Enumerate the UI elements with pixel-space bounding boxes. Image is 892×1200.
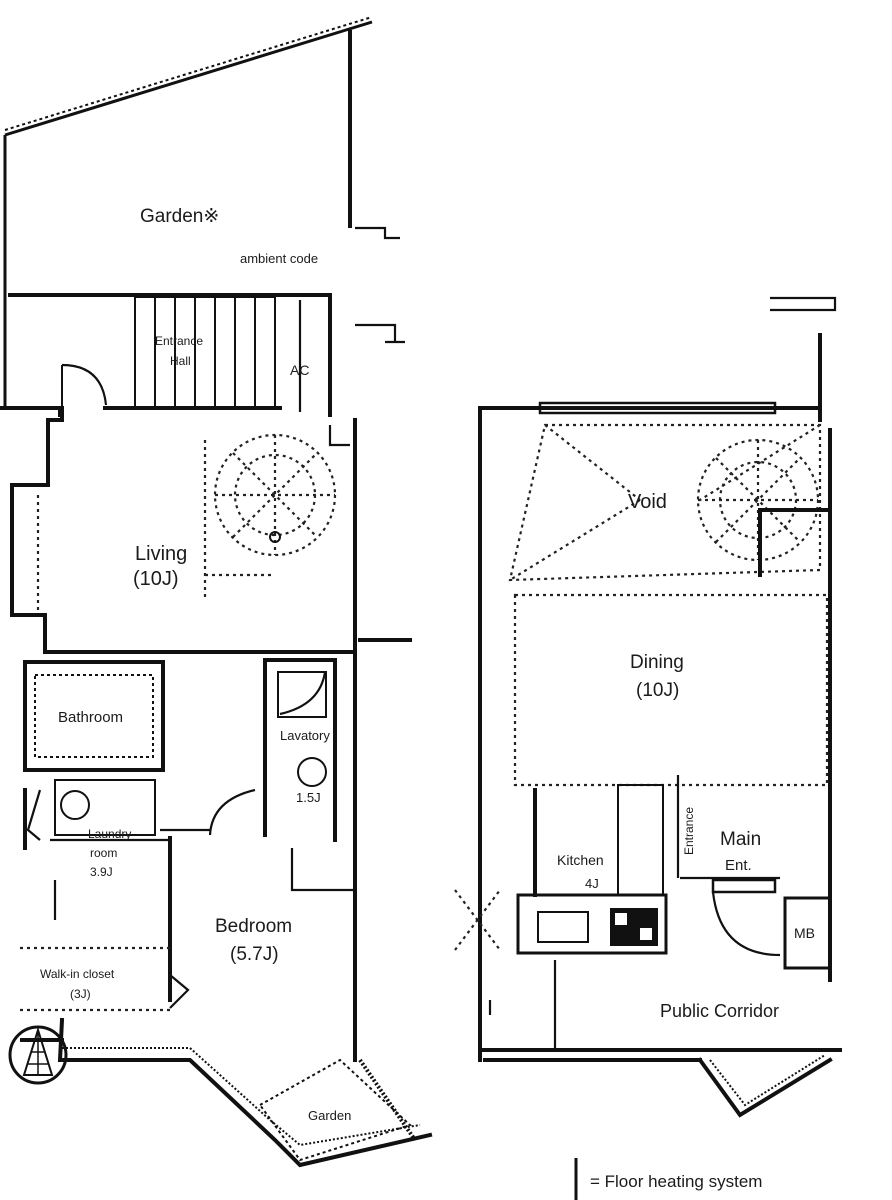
label-bathroom: Bathroom [58, 709, 123, 726]
label-entrance-side: Entrance [682, 807, 696, 855]
label-entrance: Entrance [155, 334, 203, 348]
label-bedroom-size: (5.7J) [230, 944, 279, 965]
dining-area [513, 593, 829, 787]
label-lavatory-size: 1.5J [296, 790, 321, 805]
right-floor [454, 296, 842, 1200]
label-living: Living [135, 543, 187, 565]
label-kitchen: Kitchen [557, 852, 604, 868]
label-public-corridor: Public Corridor [660, 1001, 779, 1021]
lavatory [263, 658, 337, 842]
label-ac: AC [290, 362, 309, 378]
label-laundry-sub: room [90, 846, 117, 860]
label-void: Void [628, 491, 667, 513]
label-entrance-sub: Hall [170, 354, 191, 368]
left-walls [0, 293, 433, 1168]
left-floor [0, 16, 433, 1168]
bedroom-door [208, 788, 256, 836]
void-area [508, 423, 822, 582]
label-garden-bottom: Garden [308, 1108, 351, 1123]
side-entrance-mark [454, 889, 501, 951]
label-mb: MB [794, 925, 815, 941]
label-lavatory: Lavatory [280, 728, 330, 743]
label-main-entrance-sub: Ent. [725, 857, 752, 874]
garden-fence [3, 16, 400, 408]
bathroom [23, 660, 165, 772]
entrance-stairs [134, 296, 276, 408]
label-walk-in: Walk-in closet [40, 967, 115, 981]
label-kitchen-size: 4J [585, 876, 599, 891]
label-bedroom: Bedroom [215, 916, 292, 937]
garden-bottom [258, 1058, 417, 1162]
label-walk-in-size: (3J) [70, 987, 91, 1001]
kitchen [516, 784, 668, 955]
entrance-door [61, 363, 108, 406]
north-compass [8, 1025, 68, 1085]
label-dining-size: (10J) [636, 680, 679, 701]
laundry-room [23, 779, 170, 920]
label-ambient: ambient code [240, 251, 318, 266]
label-garden-top: Garden※ [140, 206, 219, 227]
label-laundry-size: 3.9J [90, 865, 113, 879]
spiral-stair-living [213, 433, 337, 557]
walk-in-closet [20, 946, 190, 1012]
label-laundry: Laundry [88, 827, 131, 841]
main-entrance [676, 775, 832, 970]
label-main-entrance: Main [720, 829, 761, 850]
legend-text: = Floor heating system [590, 1172, 762, 1191]
label-dining: Dining [630, 652, 684, 673]
label-living-size: (10J) [133, 568, 179, 590]
